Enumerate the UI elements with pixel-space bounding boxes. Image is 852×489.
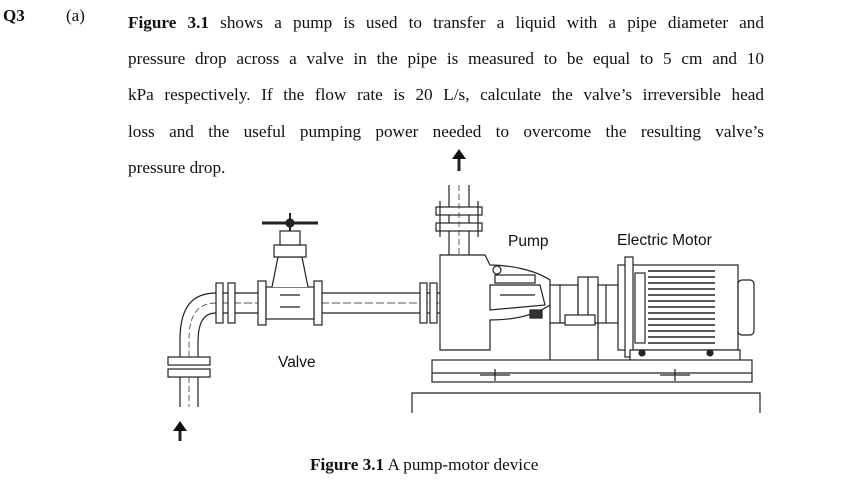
question-line-2: pressure drop across a valve in the pipe… — [128, 49, 764, 69]
pump-casing — [439, 254, 551, 351]
question-line-1: Figure 3.1 shows a pump is used to trans… — [128, 5, 764, 41]
question-line-4: loss and the useful pumping power needed… — [128, 121, 764, 141]
figure-caption-number: Figure 3.1 — [310, 455, 385, 474]
pump-pedestal — [549, 314, 599, 364]
question-number: Q3 — [3, 6, 25, 25]
electric-motor — [617, 256, 755, 363]
electric-motor-label: Electric Motor — [617, 232, 712, 249]
pump-motor-drawing: Pump Electric Motor Valve — [167, 149, 761, 441]
baseplate — [411, 359, 761, 413]
question-line-3: kPa respectively. If the flow rate is 20… — [128, 85, 764, 105]
figure-reference: Figure 3.1 — [128, 13, 209, 32]
gate-valve — [257, 213, 323, 326]
suction-pipe — [215, 282, 440, 324]
inlet-pipe — [167, 356, 211, 407]
flow-arrow-bottom-icon — [173, 421, 187, 441]
figure-caption-text: A pump-motor device — [384, 455, 539, 474]
flow-arrow-top-icon — [452, 149, 466, 171]
pipe-elbow — [179, 292, 217, 360]
pump-motor-figure: Pump Electric Motor Valve — [140, 145, 780, 445]
question-line-1-text: shows a pump is used to transfer a liqui… — [209, 13, 764, 32]
coupling — [549, 276, 619, 330]
question-text: Figure 3.1 shows a pump is used to trans… — [128, 5, 764, 186]
pump-label: Pump — [508, 233, 549, 250]
question-part: (a) — [66, 6, 85, 25]
valve-label: Valve — [278, 354, 316, 371]
figure-caption: Figure 3.1 A pump-motor device — [310, 455, 538, 475]
question-line-5: pressure drop. — [128, 157, 226, 177]
